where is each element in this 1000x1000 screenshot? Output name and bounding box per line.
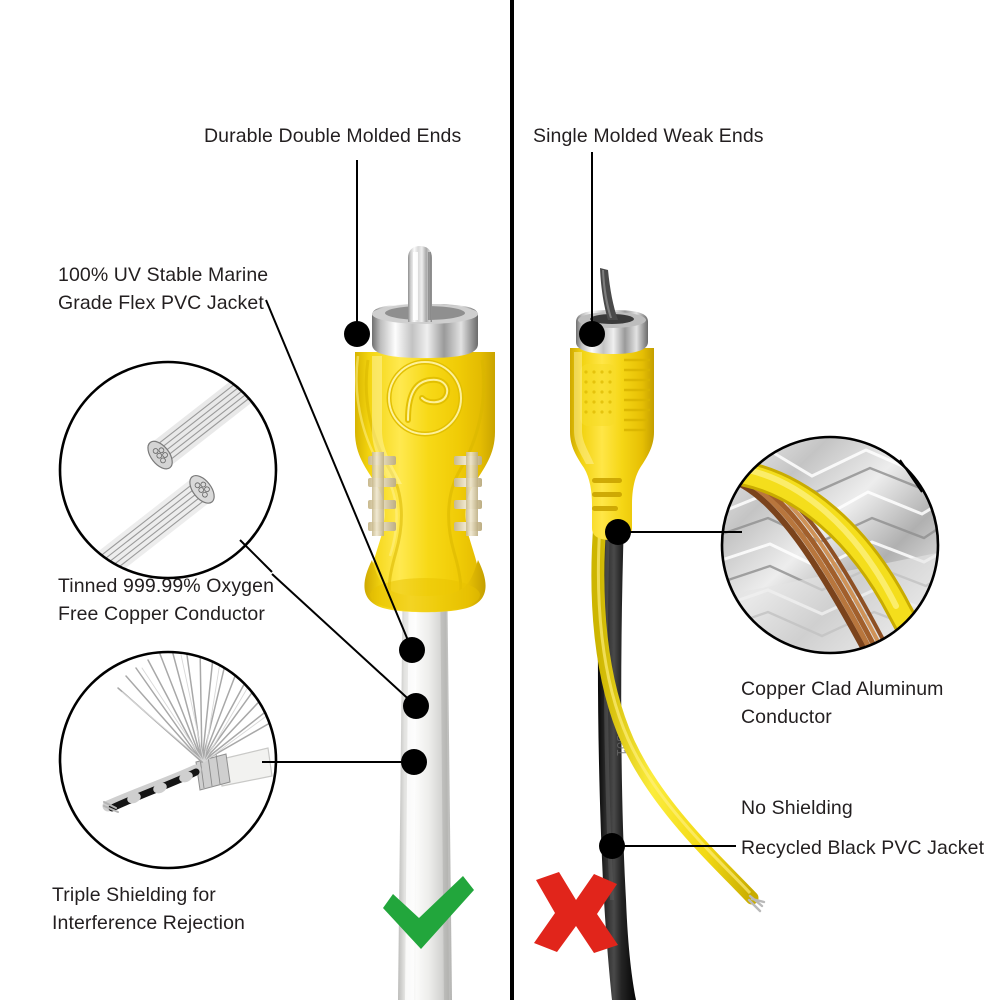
- cross-mark-icon: [534, 872, 618, 953]
- left-cable-assembly: [355, 246, 495, 1000]
- leader-dot-weak-ends: [579, 321, 605, 347]
- label-single-molded-weak-ends: Single Molded Weak Ends: [533, 125, 764, 147]
- leader-dot-pvc-jacket: [399, 637, 425, 663]
- label-uv-stable-marine-grade-flex-pvc-jacket: 100% UV Stable Marine Grade Flex PVC Jac…: [58, 264, 269, 314]
- leader-dot-black-jacket: [599, 833, 625, 859]
- triple-shielding-inset: [58, 650, 278, 870]
- label-durable-double-molded-ends: Durable Double Molded Ends: [204, 125, 462, 147]
- leader-dot-shielding: [401, 749, 427, 775]
- label-triple-shielding-for-interference-rejection: Triple Shielding for Interference Reject…: [52, 884, 245, 934]
- leader-dot-cca: [605, 519, 631, 545]
- check-mark-icon: [383, 876, 474, 949]
- leader-dot-conductor: [403, 693, 429, 719]
- copper-clad-aluminum-inset: [720, 435, 940, 655]
- brand-logo-icon: [386, 359, 464, 437]
- label-no-shielding: No Shielding: [741, 797, 853, 819]
- label-tinned-oxygen-free-copper-conductor: Tinned 999.99% Oxygen Free Copper Conduc…: [58, 575, 275, 625]
- leader-dot-molded-ends: [344, 321, 370, 347]
- panel-divider: [510, 0, 514, 1000]
- leader-dots: [344, 321, 631, 859]
- label-copper-clad-aluminum-conductor: Copper Clad Aluminum Conductor: [741, 678, 944, 728]
- connector-yellow-body: [355, 352, 495, 604]
- connector-split-prongs: [368, 452, 482, 536]
- label-recycled-black-pvc-jacket: Recycled Black PVC Jacket: [741, 837, 985, 859]
- leader-lines: [239, 152, 923, 847]
- tinned-copper-conductor-inset: [58, 360, 278, 580]
- connector-ribs: [624, 358, 650, 432]
